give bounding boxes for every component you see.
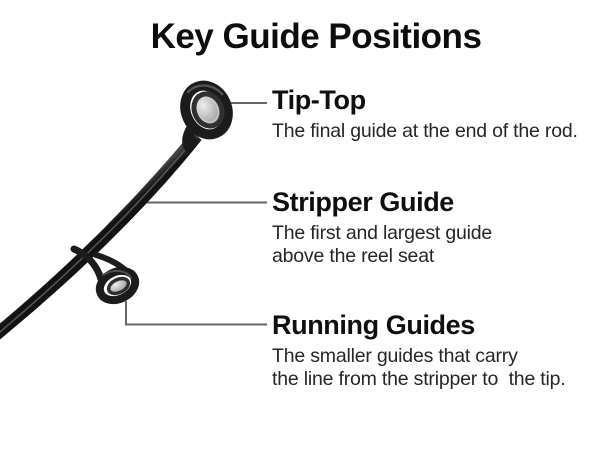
tip-top-guide: [180, 80, 233, 153]
annotation-description-stripper-guide: The first and largest guide above the re…: [272, 222, 493, 267]
running-guide: [70, 245, 140, 305]
annotation-description-running-guides: The smaller guides that carry the line f…: [272, 345, 566, 390]
annotation-description-tip-top: The final guide at the end of the rod.: [272, 120, 578, 142]
leader-line-running: [125, 301, 267, 326]
running-guide-ring-insert: [106, 276, 131, 296]
rod-blank: [0, 131, 202, 340]
annotation-heading-stripper-guide: Stripper Guide: [272, 187, 454, 217]
running-guide-ring-frame: [95, 266, 140, 305]
annotation-tip-top: Tip-Top The final guide at the end of th…: [272, 86, 600, 143]
page-title: Key Guide Positions: [150, 17, 482, 56]
annotation-stripper-guide: Stripper Guide The first and largest gui…: [272, 188, 600, 268]
annotation-running-guides: Running Guides The smaller guides that c…: [272, 311, 600, 391]
annotation-heading-running-guides: Running Guides: [272, 310, 475, 340]
annotation-heading-tip-top: Tip-Top: [272, 85, 366, 115]
